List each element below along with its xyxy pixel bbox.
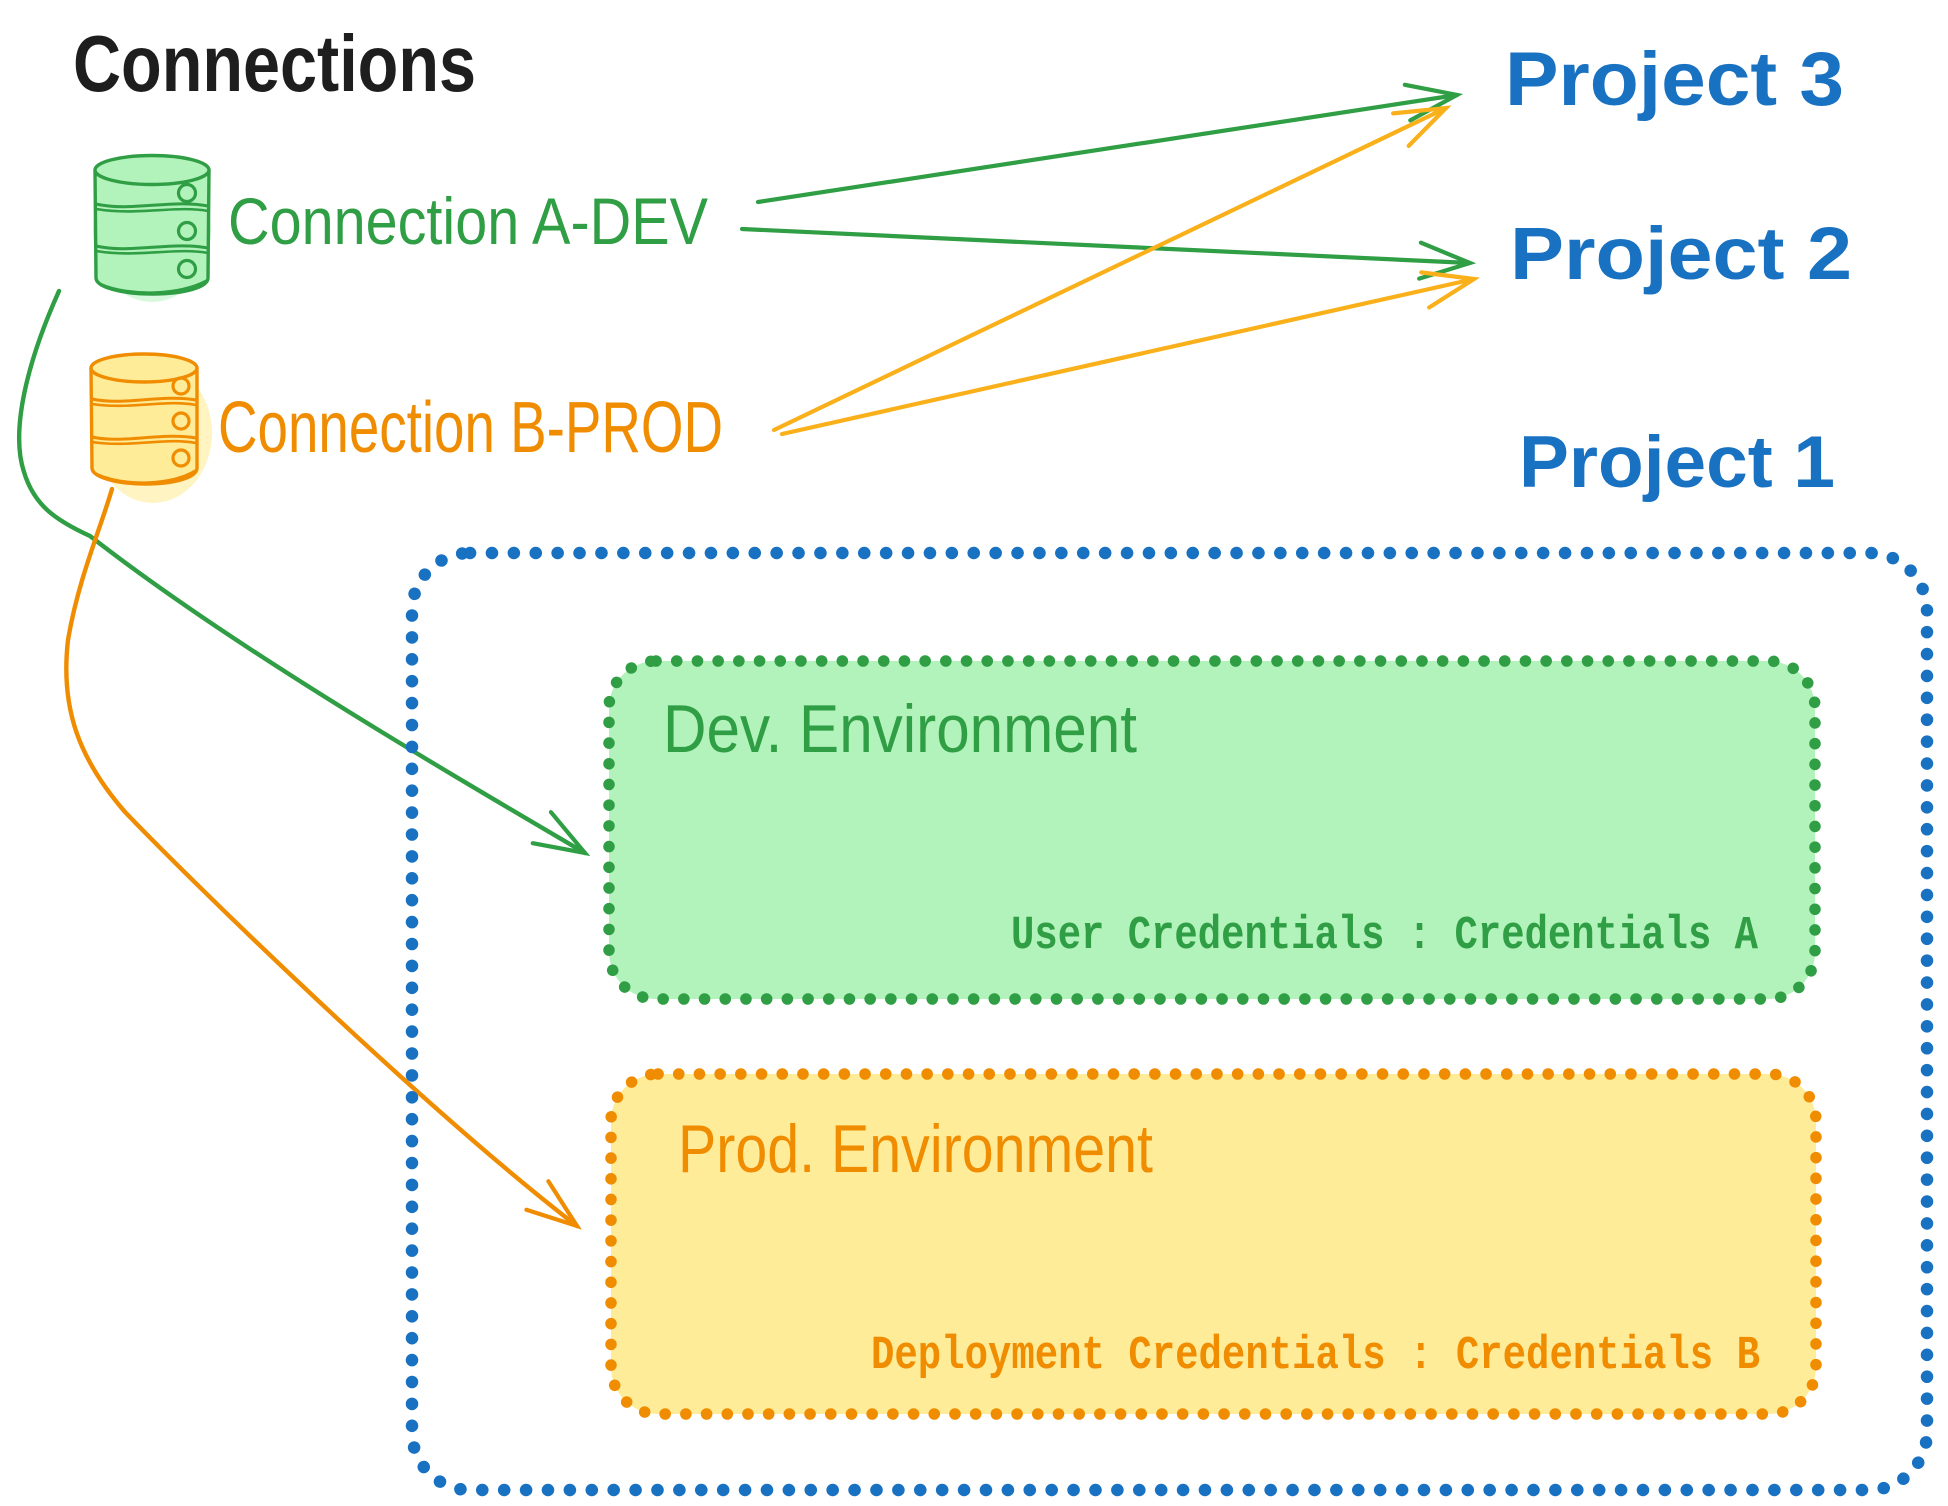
svg-text:Project 1: Project 1	[1519, 422, 1835, 503]
svg-text:Project 3: Project 3	[1505, 37, 1844, 122]
svg-text:Dev. Environment: Dev. Environment	[663, 691, 1137, 767]
svg-text:Deployment Credentials : Crede: Deployment Credentials : Credentials B	[871, 1330, 1760, 1383]
svg-text:Connection B-PROD: Connection B-PROD	[218, 388, 723, 468]
svg-text:Connections: Connections	[73, 19, 476, 108]
svg-text:Project 2: Project 2	[1510, 212, 1852, 295]
svg-text:User Credentials : Credentials: User Credentials : Credentials A	[1011, 910, 1759, 963]
svg-text:Prod. Environment: Prod. Environment	[678, 1111, 1153, 1187]
svg-text:Connection A-DEV: Connection A-DEV	[228, 184, 708, 258]
